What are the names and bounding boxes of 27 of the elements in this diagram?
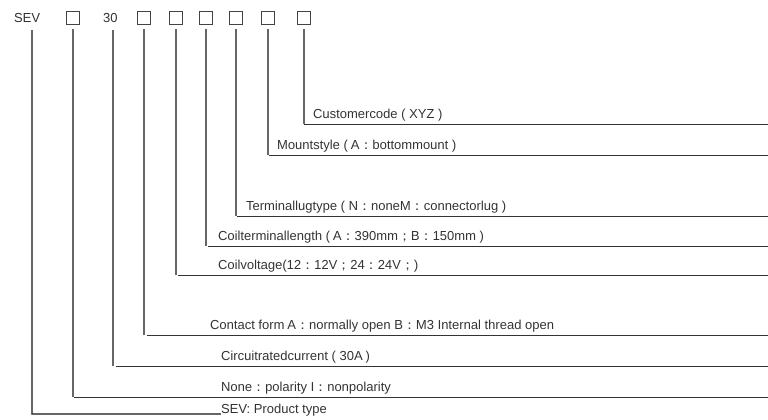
code-box <box>66 11 80 25</box>
option-label: Coilterminallength ( A：390mm；B：150mm ) <box>208 228 768 247</box>
option-label: Coilvoltage(12：12V；24：24V；) <box>178 257 768 276</box>
leader-line <box>267 29 269 155</box>
leader-line <box>235 29 237 216</box>
code-box <box>199 11 213 25</box>
code-text: SEV <box>14 10 40 26</box>
code-box <box>169 11 183 25</box>
code-box <box>229 11 243 25</box>
option-label: Contact form A：normally open B：M3 Internal thread open <box>147 317 768 336</box>
option-label: Circuitratedcurrent ( 30A ) <box>116 348 768 367</box>
option-label: Customercode ( XYZ ) <box>304 106 768 125</box>
leader-line <box>31 30 221 415</box>
leader-line <box>303 29 305 124</box>
leader-line <box>72 29 74 397</box>
option-label: SEV: Product type <box>221 401 327 419</box>
option-label: Terminallugtype ( N：noneM：connectorlug ) <box>237 198 768 217</box>
code-box <box>137 11 151 25</box>
option-label: Mountstyle ( A：bottommount ) <box>269 137 768 156</box>
code-box <box>261 11 275 25</box>
leader-line <box>205 29 207 246</box>
leader-line <box>143 29 145 335</box>
code-box <box>297 11 311 25</box>
leader-line <box>112 30 114 366</box>
option-label: None：polarity I：nonpolarity <box>74 379 768 398</box>
leader-line <box>175 29 177 275</box>
code-text: 30 <box>103 10 118 26</box>
